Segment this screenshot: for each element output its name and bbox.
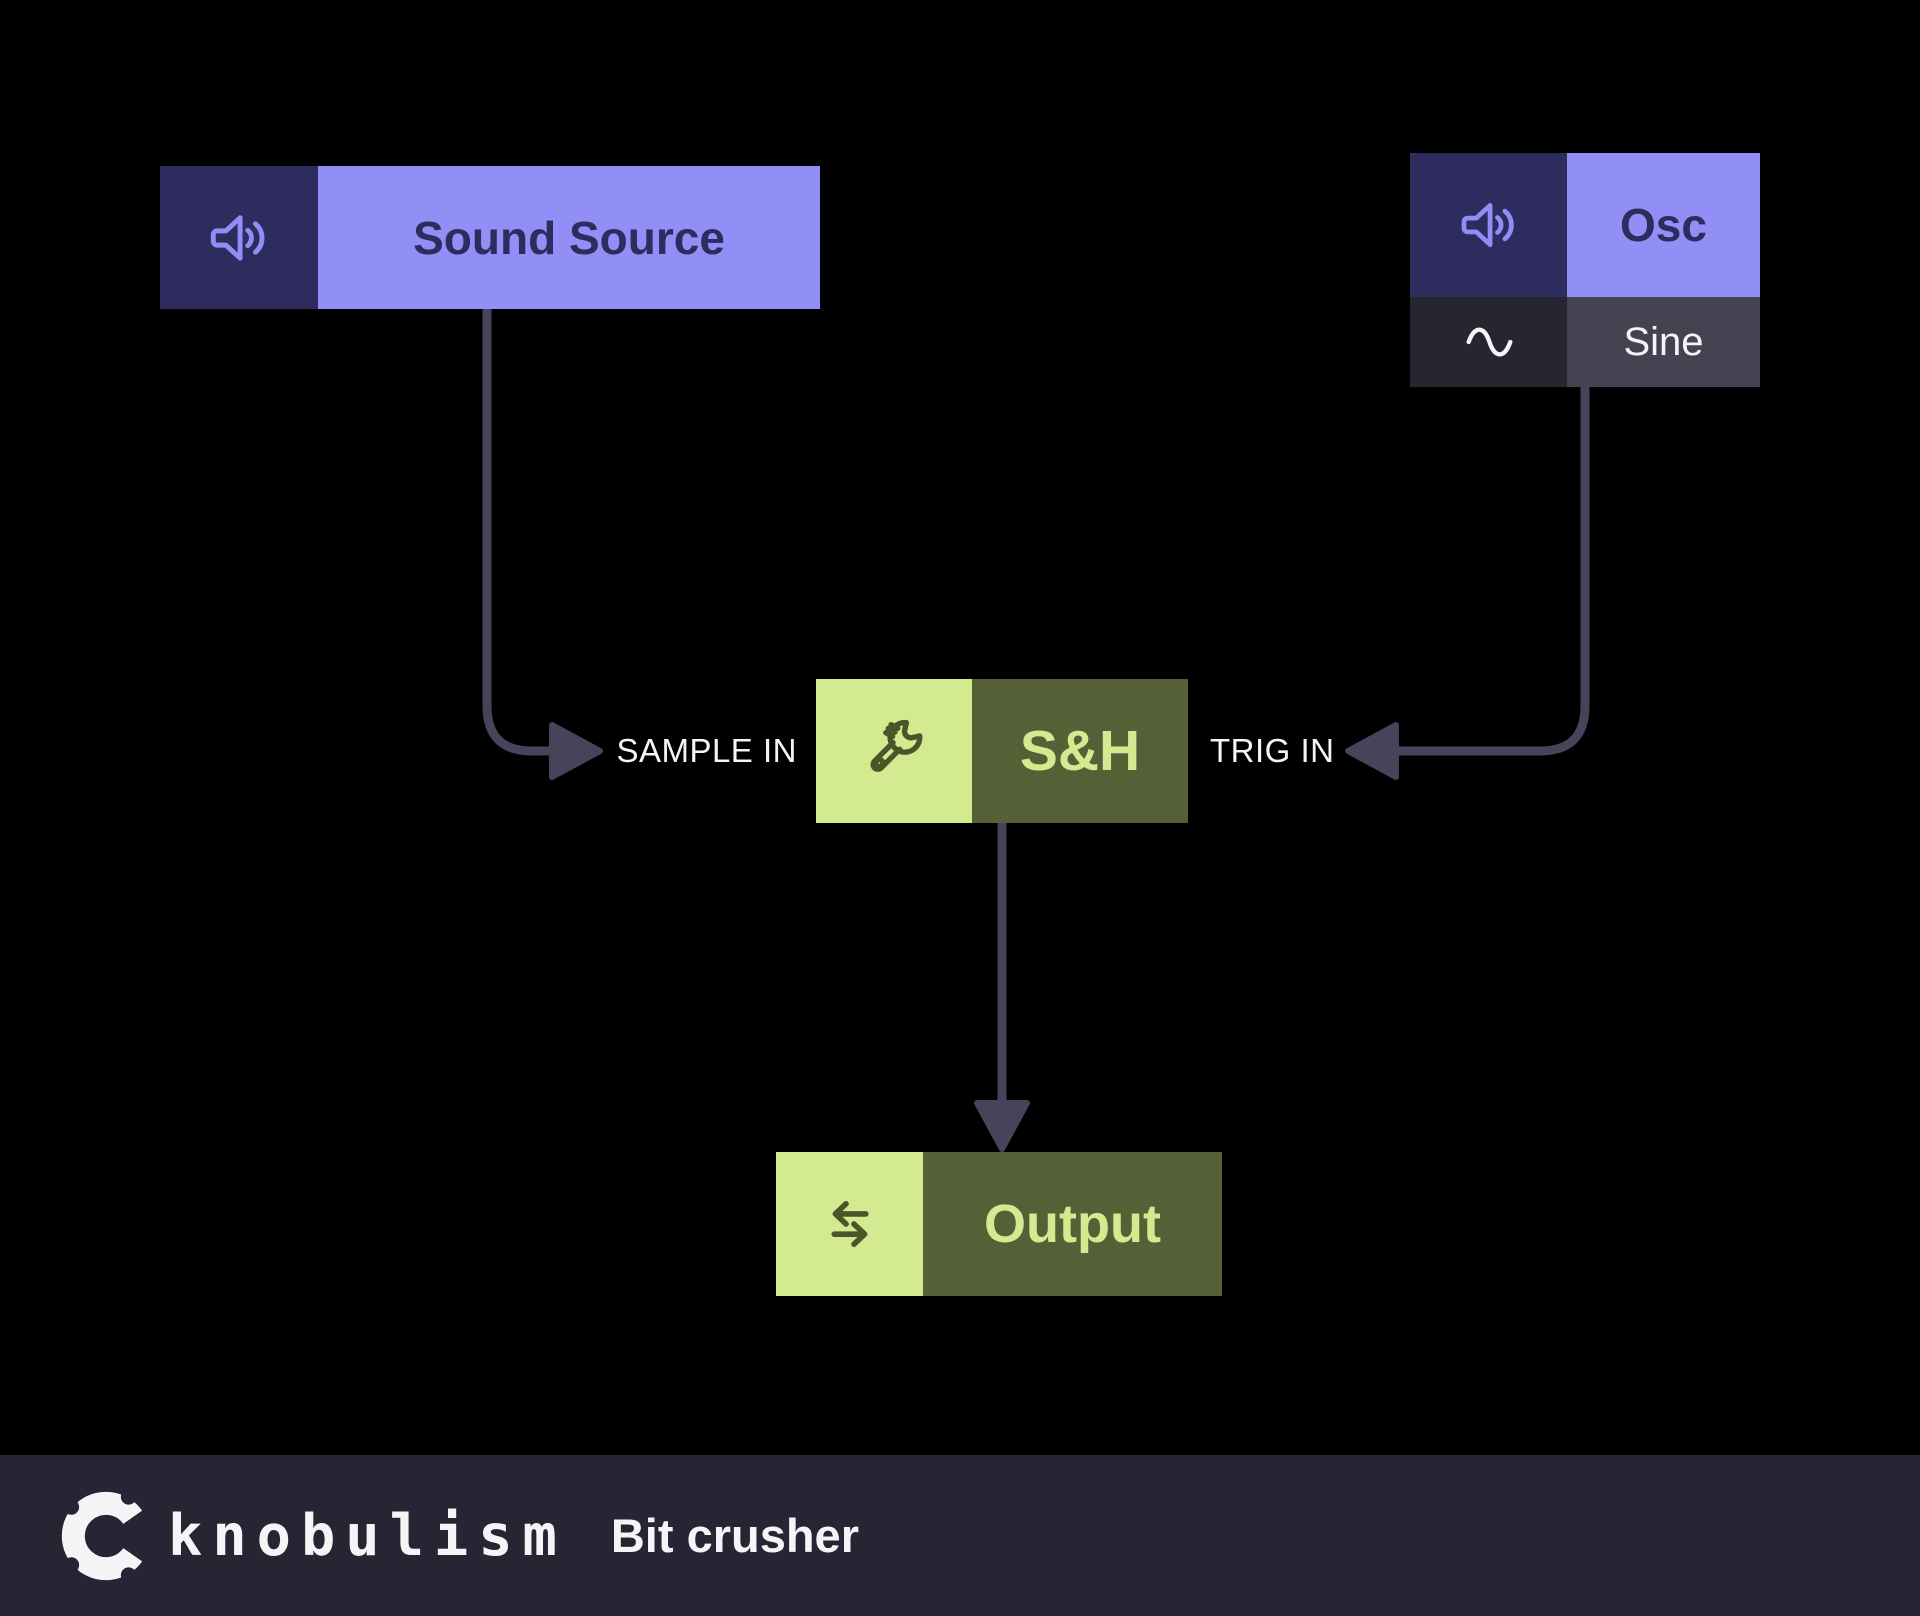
node-output: Output	[776, 1152, 1222, 1296]
speaker-icon	[160, 166, 318, 309]
connector-soundsource-to-snh	[482, 304, 561, 756]
node-sample-and-hold-label: S&H	[972, 679, 1188, 823]
connector-sine-to-snh	[1387, 382, 1590, 756]
transfer-arrows-icon	[776, 1152, 923, 1296]
footer-bar: knobulism Bit crusher	[0, 1455, 1920, 1616]
wrench-icon	[816, 679, 972, 823]
node-osc-waveform-label: Sine	[1567, 297, 1760, 387]
port-label-sample-in: SAMPLE IN	[616, 732, 797, 769]
knobulism-logo-icon	[61, 1488, 143, 1583]
node-output-label: Output	[923, 1152, 1222, 1296]
node-osc-waveform: Sine	[1410, 297, 1760, 387]
port-label-trig-in: TRIG IN	[1210, 732, 1335, 769]
node-osc: Osc	[1410, 153, 1760, 297]
diagram-title: Bit crusher	[610, 1509, 859, 1562]
arrowhead-trig-in	[1345, 722, 1399, 780]
node-sound-source: Sound Source	[160, 166, 820, 309]
speaker-icon	[1410, 153, 1567, 297]
node-osc-label: Osc	[1567, 153, 1760, 297]
brand-name: knobulism	[168, 1502, 567, 1569]
node-sound-source-label: Sound Source	[318, 166, 820, 309]
node-sample-and-hold: S&H	[816, 679, 1188, 823]
arrowhead-output	[974, 1100, 1030, 1152]
sine-wave-icon	[1410, 297, 1567, 387]
